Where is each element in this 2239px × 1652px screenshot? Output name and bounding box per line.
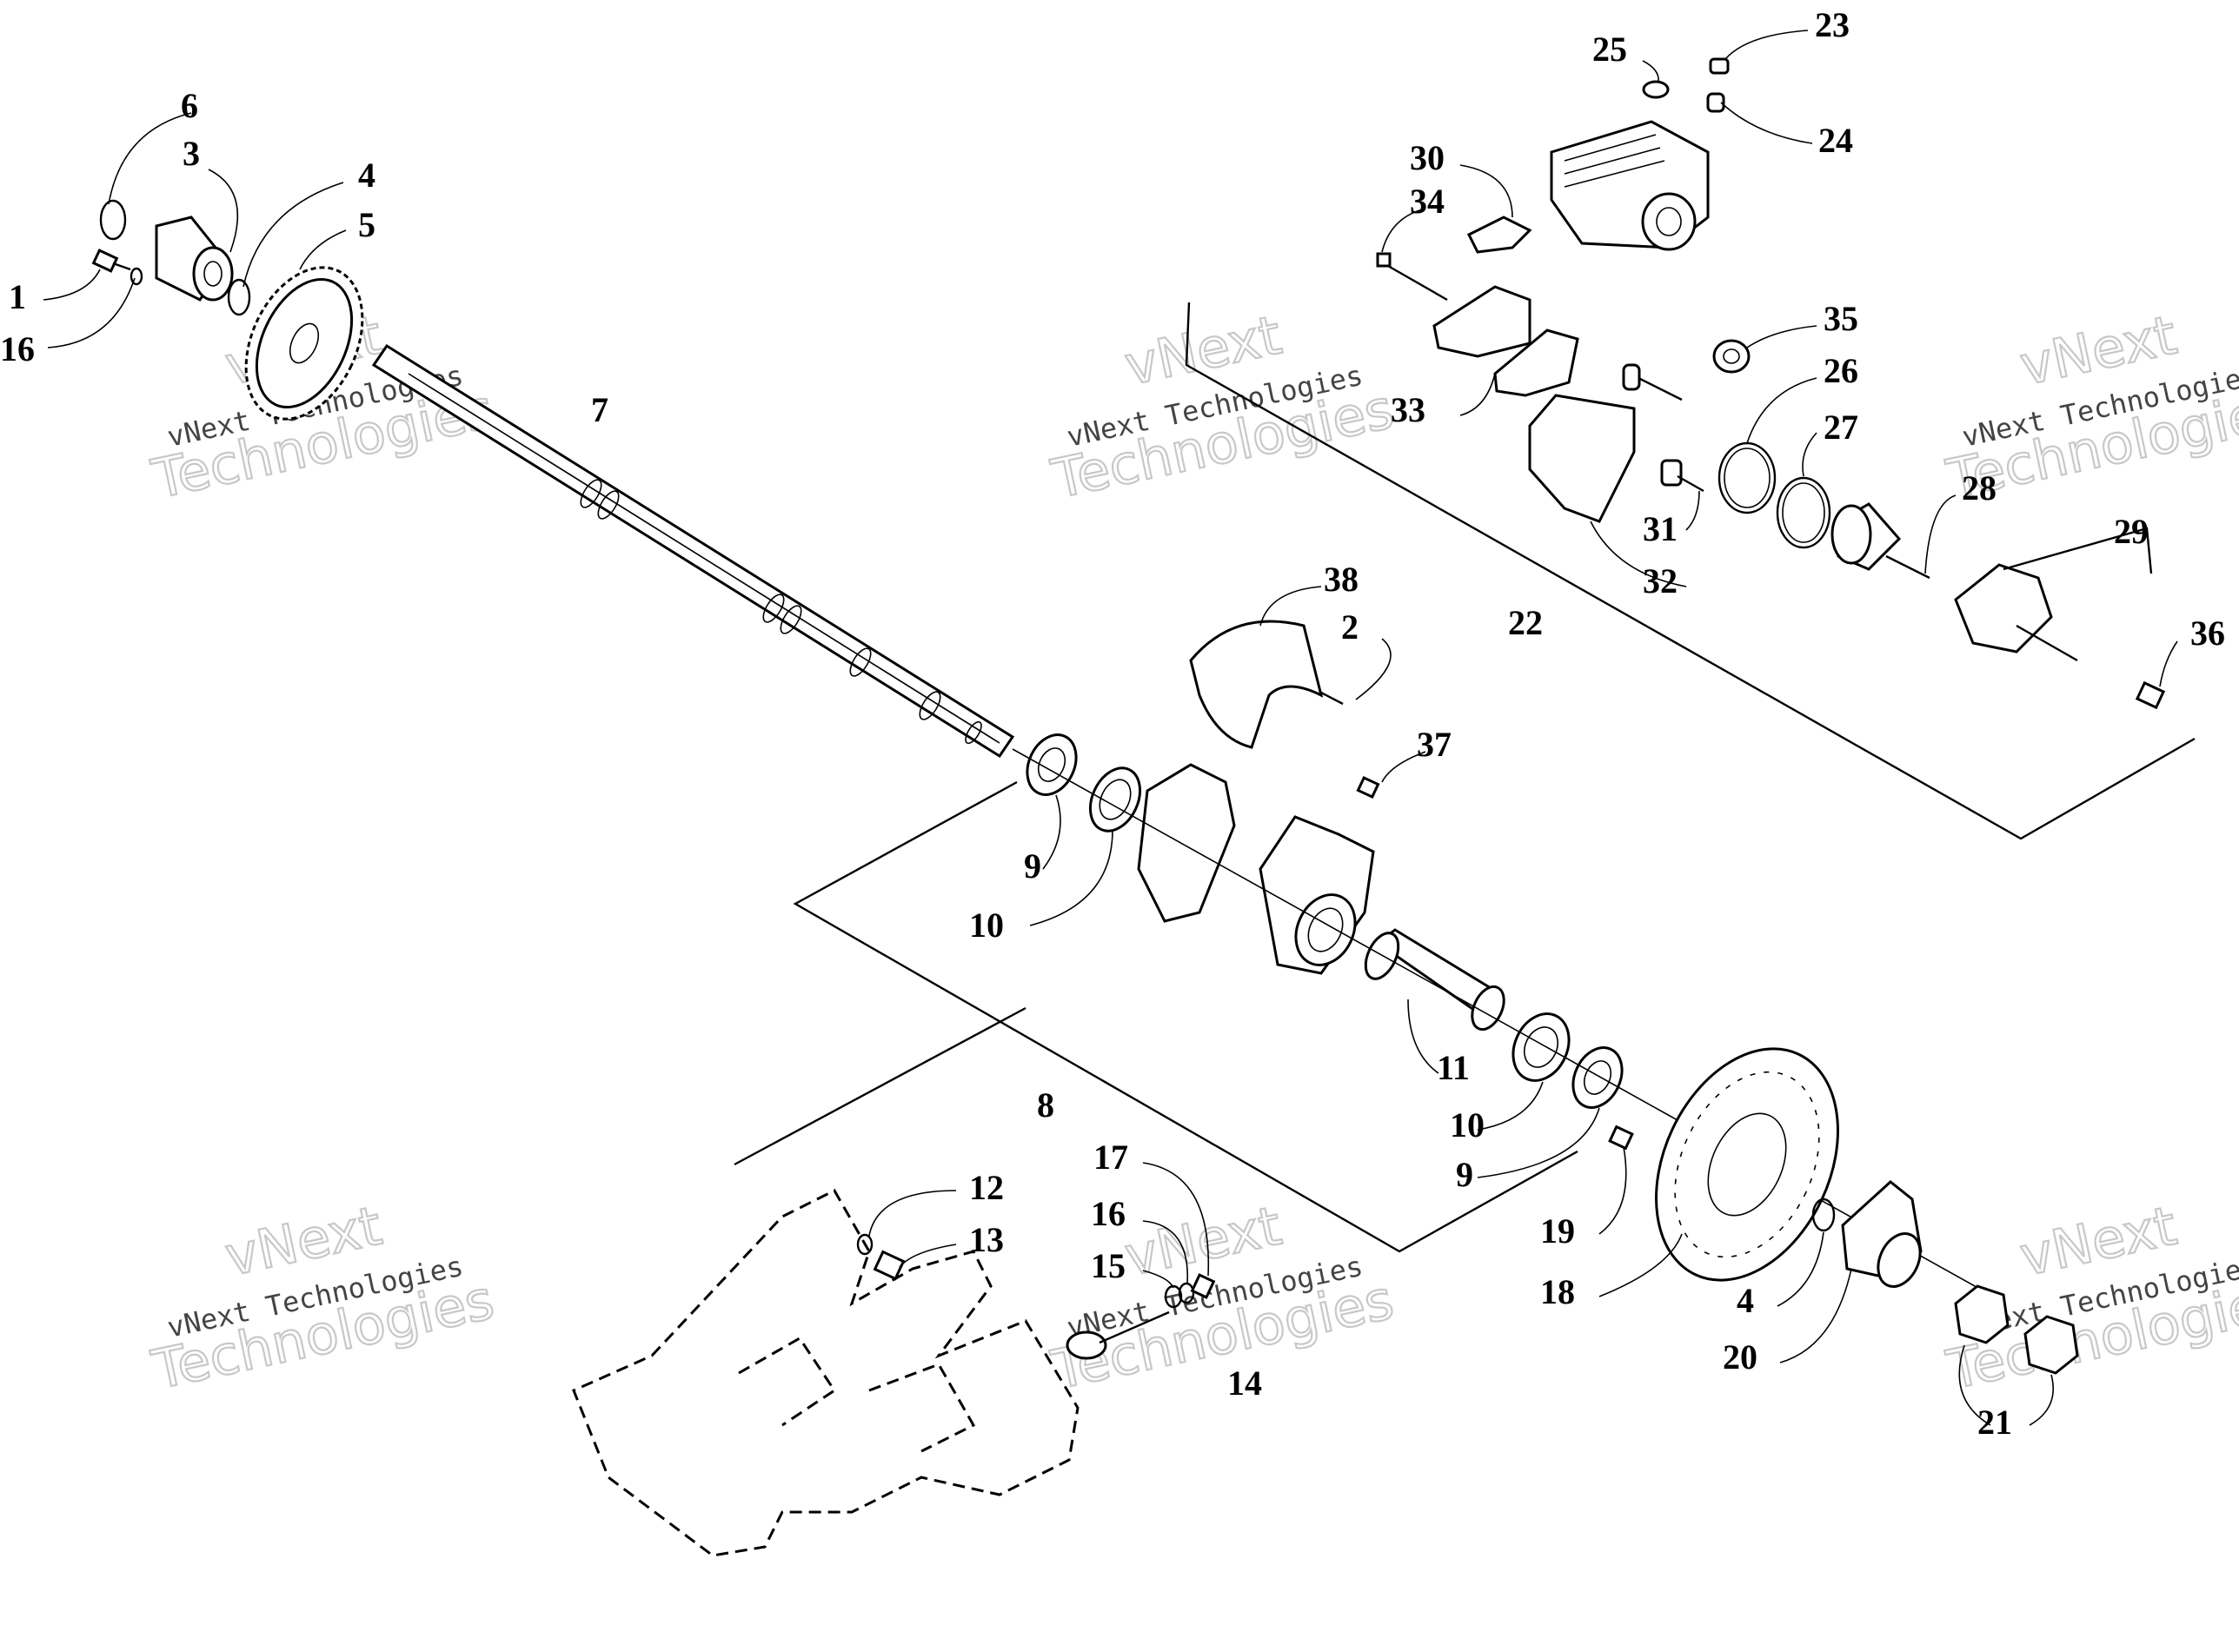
slide-pin-31 (1660, 459, 1704, 493)
washer-12 (856, 1233, 874, 1256)
piston-28 (1830, 502, 1930, 580)
callout-1: 1 (9, 277, 26, 316)
callout-19: 19 (1540, 1211, 1575, 1251)
callout-26: 26 (1824, 351, 1858, 390)
callout-28: 28 (1962, 468, 1996, 508)
snap-ring-6 (99, 199, 127, 241)
spacer-11 (1364, 928, 1505, 1032)
bolt-37 (1356, 775, 1380, 799)
callout-36: 36 (2190, 614, 2225, 653)
caliper-body (1550, 120, 1710, 251)
pad-spring-30 (1466, 216, 1532, 254)
piston-seal-27 (1776, 476, 1831, 549)
dust-boot-35 (1712, 339, 1751, 374)
callout-17: 17 (1093, 1138, 1128, 1177)
axle-nut-21 (1954, 1284, 2079, 1375)
callout-3: 3 (183, 134, 200, 173)
snap-ring-4 (227, 278, 251, 316)
callout-29: 29 (2114, 512, 2149, 551)
washer-15 (1164, 1284, 1183, 1309)
callout-10: 10 (1450, 1105, 1485, 1144)
sprocket-hub-3 (155, 216, 234, 302)
piston-seal-26 (1717, 441, 1777, 514)
callout-11: 11 (1437, 1048, 1470, 1087)
callout-32: 32 (1643, 561, 1678, 600)
pad-pin-34 (1376, 252, 1448, 302)
callout-16: 16 (1091, 1194, 1126, 1233)
caliper-bracket-32 (1528, 363, 1683, 523)
callout-33: 33 (1391, 390, 1425, 429)
callout-15: 15 (1091, 1246, 1126, 1285)
bolt-36 (2135, 680, 2166, 710)
bearing-housing (1259, 815, 1375, 975)
callout-4: 4 (1737, 1281, 1754, 1320)
callout-5: 5 (358, 205, 375, 244)
callout-20: 20 (1723, 1337, 1757, 1377)
seal-25 (1642, 80, 1670, 99)
callout-30: 30 (1410, 138, 1445, 177)
callout-12: 12 (969, 1168, 1004, 1207)
callout-24: 24 (1818, 121, 1853, 160)
bearing-carrier-plate (1137, 763, 1236, 923)
nut-17 (1190, 1273, 1216, 1299)
bearing-10-right (1511, 1012, 1571, 1082)
washer-16 (130, 267, 143, 286)
callout-9: 9 (1456, 1155, 1473, 1194)
bleeder-24 (1706, 92, 1725, 113)
bleeder-screw-23 (1709, 57, 1730, 75)
callout-14: 14 (1227, 1363, 1262, 1403)
rear-axle-shaft (371, 343, 1015, 759)
callout-23: 23 (1815, 5, 1850, 44)
group-bracket-lines (734, 302, 2196, 1253)
callout-37: 37 (1417, 725, 1452, 764)
callout-13: 13 (969, 1220, 1004, 1259)
callout-4: 4 (358, 156, 375, 195)
adjuster-bolt-14 (1066, 1310, 1170, 1360)
callout-34: 34 (1410, 182, 1445, 221)
screw-2 (1320, 691, 1344, 706)
seal-9-right (1571, 1046, 1624, 1109)
callout-18: 18 (1540, 1272, 1575, 1311)
callout-16: 16 (0, 329, 35, 368)
guard-38 (1189, 620, 1324, 749)
callout-31: 31 (1643, 509, 1678, 548)
callout-10: 10 (969, 906, 1004, 945)
callout-2: 2 (1341, 607, 1359, 647)
seal-9-left (1026, 733, 1078, 796)
callout-22: 22 (1508, 603, 1543, 642)
callout-27: 27 (1824, 408, 1858, 447)
callout-7: 7 (591, 390, 608, 429)
callout-8: 8 (1037, 1085, 1054, 1125)
callout-35: 35 (1824, 299, 1858, 338)
callout-25: 25 (1592, 30, 1627, 69)
frame-outline (572, 1189, 1080, 1557)
parking-lever-29 (1954, 563, 2078, 662)
callout-21: 21 (1977, 1403, 2012, 1442)
callout-6: 6 (181, 86, 198, 125)
nut-19 (1608, 1125, 1634, 1151)
wheel-hub-20 (1841, 1180, 1923, 1288)
washer-16-lower (1178, 1282, 1195, 1304)
callout-38: 38 (1324, 560, 1359, 599)
bearing-10-left (1088, 766, 1142, 833)
brake-pads-33 (1432, 285, 1579, 397)
snap-ring-4-right (1811, 1198, 1836, 1232)
sprocket-5 (244, 266, 364, 421)
bolt-13 (873, 1250, 906, 1281)
callout-9: 9 (1024, 846, 1041, 886)
leader-lines (43, 30, 2178, 1426)
brake-disc-18 (1655, 1047, 1839, 1282)
bolt-1 (91, 249, 131, 273)
